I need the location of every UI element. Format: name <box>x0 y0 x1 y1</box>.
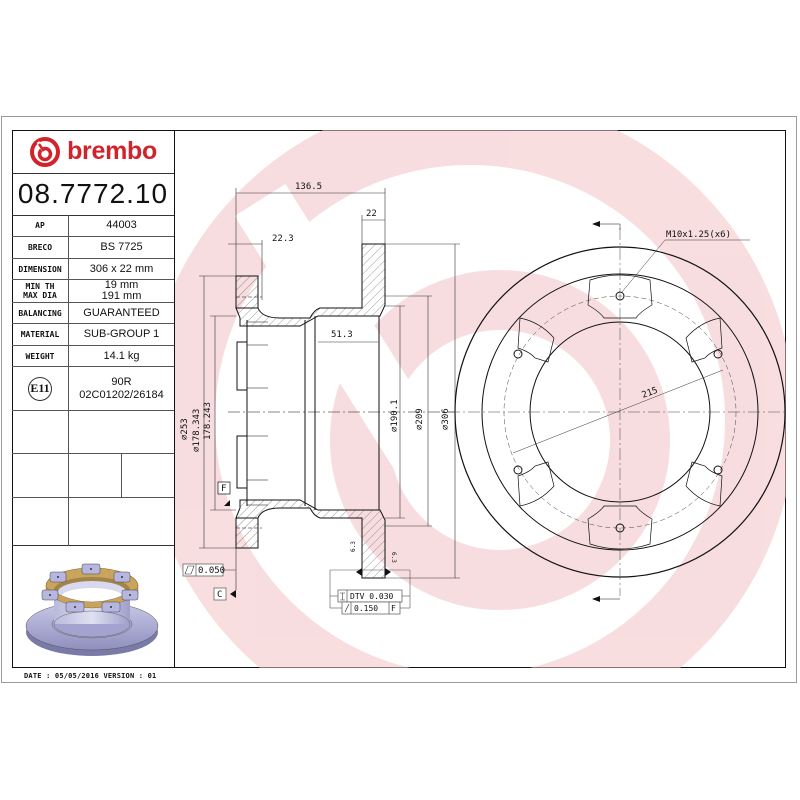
approval-line1: 90R <box>111 375 132 388</box>
spec-key: DIMENSION <box>12 259 69 279</box>
datum-triangle-icon <box>356 568 362 576</box>
spec-row-material: MATERIAL SUB-GROUP 1 <box>12 324 174 346</box>
spec-key-text: BRECO <box>27 243 53 252</box>
blank-row <box>12 498 174 546</box>
section-arrow-icon <box>592 596 600 602</box>
dim-dia-306: ⌀306 <box>441 408 451 430</box>
brake-disc-3d-icon <box>25 563 159 656</box>
spec-key-text: MAX DIA <box>23 291 57 300</box>
dim-dia-190-1: ⌀190.1 <box>390 399 400 432</box>
spec-row-balancing: BALANCING GUARANTEED <box>12 303 174 324</box>
spec-value: BS 7725 <box>69 237 174 258</box>
spec-key: MATERIAL <box>12 324 69 345</box>
datum-triangle-icon <box>230 590 236 598</box>
runout-value: 0.150 <box>354 604 378 613</box>
brembo-watermark-icon <box>175 130 786 668</box>
info-panel: brembo 08.7772.10 AP 44003 BRECO BS 7725… <box>12 130 175 668</box>
spec-row-dimension: DIMENSION 306 x 22 mm <box>12 259 174 280</box>
spec-value-text: 19 mm <box>104 279 139 291</box>
approval-mark-cell: E11 <box>12 367 69 410</box>
spec-key-text: WEIGHT <box>25 351 55 361</box>
spec-value: GUARANTEED <box>69 303 174 323</box>
spec-key: WEIGHT <box>12 346 69 366</box>
dim-inner-depth: 51.3 <box>331 330 353 340</box>
thickness-variation-icon <box>340 592 345 601</box>
spec-key-text: BALANCING <box>18 308 62 318</box>
spec-row-breco: BRECO BS 7725 <box>12 237 174 259</box>
spec-value-text: 44003 <box>106 219 137 231</box>
datum-f-label: F <box>221 484 226 494</box>
runout-frame <box>341 601 401 615</box>
section-arrow-icon <box>592 221 600 227</box>
spec-key: AP <box>12 215 69 236</box>
spec-row-thickness: MIN TH MAX DIA 19 mm 191 mm <box>12 280 174 303</box>
spec-value-text: 14.1 kg <box>103 349 140 362</box>
datum-c-box <box>213 587 227 601</box>
spec-value: 14.1 kg <box>69 346 174 366</box>
spec-value-text: GUARANTEED <box>83 306 160 319</box>
datum-f-box <box>217 481 231 495</box>
e11-approval-icon: E11 <box>28 376 52 401</box>
spec-value: 19 mm 191 mm <box>69 280 174 302</box>
plan-view <box>448 223 786 600</box>
part-number: 08.7772.10 <box>17 178 169 209</box>
tolerance-leaders <box>329 569 411 609</box>
spec-key-text: DIMENSION <box>18 264 62 274</box>
spec-key: BRECO <box>12 237 69 258</box>
flatness-icon <box>184 565 195 575</box>
spec-value: 306 x 22 mm <box>69 259 174 279</box>
spec-key: MIN TH MAX DIA <box>12 280 69 302</box>
spec-value: 44003 <box>69 215 174 236</box>
runout-icon <box>344 603 350 613</box>
approval-line2: 02C01202/26184 <box>79 388 164 401</box>
spec-key-text: MATERIAL <box>20 330 60 339</box>
dim-dia-178-343: ⌀178.343 <box>192 409 202 452</box>
technical-drawing: 136.5 22 22.3 51.3 ⌀253 ⌀178.343 178.243… <box>175 130 786 668</box>
brembo-logo-icon <box>30 136 61 167</box>
brand-header: brembo <box>12 130 174 174</box>
dim-hub-flange: 22.3 <box>272 234 294 244</box>
runout-datum: F <box>391 604 396 613</box>
spec-key-text: MIN TH <box>25 282 55 291</box>
approval-value: 90R 02C01202/26184 <box>69 367 174 410</box>
spec-value-text: BS 7725 <box>100 241 143 253</box>
product-render <box>12 546 174 668</box>
sheet-frame <box>1 116 797 683</box>
drawing-canvas: 136.5 22 22.3 51.3 ⌀253 ⌀178.343 178.243… <box>175 130 786 668</box>
dtv-value: DTV 0.030 <box>350 592 394 601</box>
spec-value-text: 306 x 22 mm <box>89 262 154 275</box>
date-version: DATE : 05/05/2016 VERSION : 01 <box>24 672 157 680</box>
dim-disc-thickness: 22 <box>366 209 377 219</box>
part-number-row: 08.7772.10 <box>12 173 174 216</box>
flatness-value: 0.050 <box>198 566 225 576</box>
dim-dia-253: ⌀253 <box>180 418 190 440</box>
dim-dia-209: ⌀209 <box>415 408 425 430</box>
spec-key: BALANCING <box>12 303 69 323</box>
spec-value-text: 191 mm <box>101 290 142 302</box>
datum-triangle-icon <box>224 500 230 506</box>
blank-row <box>12 411 174 454</box>
spec-value: SUB-GROUP 1 <box>69 324 174 345</box>
roughness-right: 6.3 <box>390 552 397 563</box>
dim-overall-height: 136.5 <box>295 182 322 192</box>
spec-key-text: AP <box>35 221 45 230</box>
approval-row: E11 90R 02C01202/26184 <box>12 367 174 411</box>
datum-triangle-icon <box>385 568 391 576</box>
roughness-left: 6.3 <box>350 541 357 552</box>
spec-row-ap: AP 44003 <box>12 215 174 237</box>
thread-spec: M10x1.25(x6) <box>666 230 731 240</box>
spec-row-weight: WEIGHT 14.1 kg <box>12 346 174 367</box>
column-divider <box>121 454 122 498</box>
dim-dia-178-243: 178.243 <box>203 402 213 440</box>
column-divider <box>68 411 69 546</box>
approval-mark: E11 <box>30 381 50 395</box>
datum-c-label: C <box>217 590 222 600</box>
brand-name: brembo <box>67 137 157 165</box>
blank-row <box>12 454 174 498</box>
spec-value-text: SUB-GROUP 1 <box>83 328 160 340</box>
